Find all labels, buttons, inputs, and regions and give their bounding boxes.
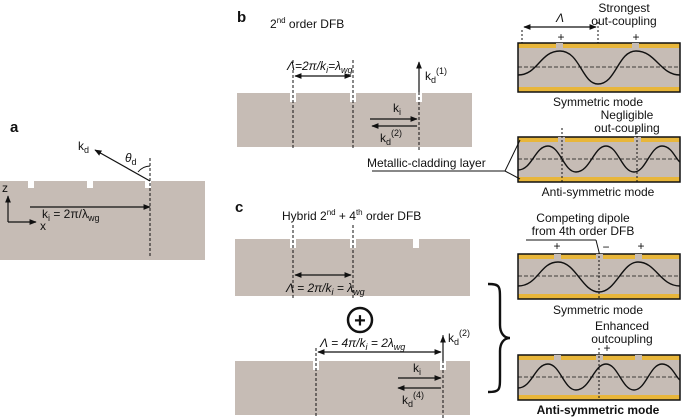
- metallic-callout-line-up: [504, 139, 521, 172]
- box4-plus: +: [603, 341, 610, 355]
- box1-metal-top: [518, 43, 680, 48]
- panel-c-period2-label: Λ = 4π/ki = 2λwg: [319, 336, 405, 352]
- box2-groove-1: [558, 137, 565, 142]
- panel-c-kd2-label: kd(2): [448, 328, 470, 347]
- strongest-label-2: out-coupling: [591, 14, 656, 28]
- panel-c-ki-label: ki: [413, 361, 421, 377]
- panel-c: c Hybrid 2nd + 4th order DFB Λ = 2π/ki =…: [235, 199, 511, 418]
- panel-b-title: 2nd order DFB: [270, 16, 344, 31]
- panel-c-period1-label: Λ = 2π/ki = λwg: [285, 281, 365, 297]
- box2-groove-2: [634, 137, 641, 142]
- antisymmetric-mode-c-label: Anti-symmetric mode: [537, 403, 660, 417]
- box1-groove-2: [632, 43, 639, 48]
- competing-label-2: from 4th order DFB: [532, 224, 635, 238]
- panel-a-theta-label: θd: [125, 151, 137, 167]
- box1-plus-1: +: [557, 30, 564, 44]
- panel-c-label: c: [235, 199, 243, 216]
- metallic-cladding-label: Metallic-cladding layer: [367, 156, 486, 170]
- box3-plus-1: +: [553, 239, 560, 253]
- panel-b-period-label: Λ=2π/ki=λwg: [286, 59, 353, 75]
- box2-core: [518, 142, 680, 177]
- box3-groove-1: [554, 254, 561, 259]
- mode-box-antisymmetric-b: Negligible out-coupling Metallic-claddin…: [367, 108, 681, 199]
- box1-outline: [517, 42, 681, 93]
- metallic-callout-line-down: [504, 170, 521, 180]
- panel-c-grating-2: [235, 361, 470, 415]
- box1-plus-2: +: [632, 30, 639, 44]
- panel-c-curly-brace: [487, 282, 511, 394]
- competing-label-1: Competing dipole: [536, 211, 630, 225]
- panel-b-ki-label: ki: [393, 101, 401, 117]
- panel-b-label: b: [237, 9, 246, 26]
- panel-c-oplus-icon: [346, 306, 374, 334]
- strongest-label-1: Strongest: [598, 1, 650, 15]
- enhanced-label-1: Enhanced: [595, 319, 649, 333]
- panel-a-label: a: [10, 119, 19, 136]
- box1-metal-bottom: [518, 87, 680, 92]
- box2-mode-wave: [517, 145, 681, 173]
- box3-minus: −: [602, 240, 609, 254]
- mode-box-symmetric-b: Strongest out-coupling Λ + + Symmetric m…: [517, 1, 681, 109]
- symmetric-mode-b-label: Symmetric mode: [553, 95, 643, 109]
- box1-mode-wave: [517, 50, 681, 85]
- panel-c-kd4-label: kd(4): [402, 390, 424, 409]
- box2-outline: [517, 136, 681, 183]
- enhanced-label-2: outcoupling: [591, 332, 652, 346]
- box4-groove-3: [635, 355, 642, 360]
- panel-a-ki-label: ki = 2π/λwg: [42, 207, 99, 223]
- panel-a-grating: [0, 181, 205, 260]
- symmetric-mode-c-label: Symmetric mode: [553, 303, 643, 317]
- box3-plus-2: +: [637, 239, 644, 253]
- box2-metal-bottom: [518, 177, 680, 182]
- panel-b-grating: [237, 93, 472, 147]
- modes-column: Strongest out-coupling Λ + + Symmetric m…: [367, 1, 681, 417]
- box3-groove-3: [635, 254, 642, 259]
- x-axis-label: x: [40, 219, 46, 233]
- negligible-label-1: Negligible: [601, 108, 654, 122]
- box4-mode-wave: [517, 363, 681, 391]
- antisymmetric-mode-b-label: Anti-symmetric mode: [542, 185, 655, 199]
- panel-b-kd2-label: kd(2): [380, 128, 402, 147]
- panel-a-kd-label: kd: [78, 139, 89, 155]
- panel-b-kd1-label: kd(1): [425, 66, 447, 85]
- box4-groove-1: [554, 355, 561, 360]
- panel-a-kd-arrow: [94, 149, 151, 182]
- panel-c-title: Hybrid 2nd + 4th order DFB: [282, 208, 421, 223]
- box1-core: [518, 48, 680, 87]
- box1-lambda-label: Λ: [555, 11, 564, 25]
- z-axis-label: z: [2, 181, 8, 195]
- box2-metal-top: [518, 137, 680, 142]
- panel-c-oplus-plus: +: [354, 310, 366, 332]
- box3-mode-wave: [517, 261, 681, 293]
- panel-a: a kd θd ki = 2π/λwg z x: [0, 119, 205, 260]
- panel-b: b 2nd order DFB Λ=2π/ki=λwg kd(1) ki kd(…: [237, 9, 472, 150]
- box1-groove-1: [556, 43, 563, 48]
- mode-box-antisymmetric-c: Enhanced outcoupling + Anti-symmetric mo…: [517, 319, 681, 417]
- panel-a-theta-arc: [137, 165, 151, 173]
- negligible-label-2: out-coupling: [594, 121, 659, 135]
- mode-box-symmetric-c: Competing dipole from 4th order DFB + − …: [517, 211, 681, 317]
